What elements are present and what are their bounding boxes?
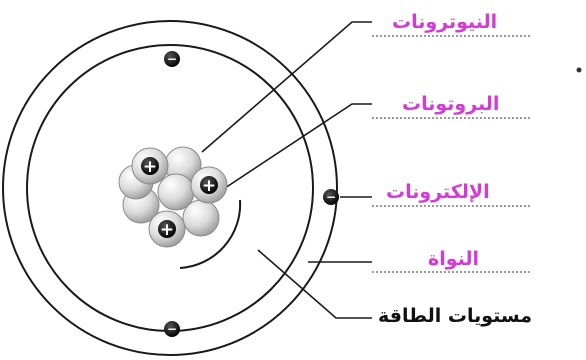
stray-dot bbox=[577, 68, 582, 73]
protons-leader-line bbox=[222, 104, 372, 190]
label-electrons: الإلكترونات bbox=[386, 183, 490, 202]
label-protons: البروتونات bbox=[402, 95, 499, 114]
electron-sign: − bbox=[167, 52, 177, 66]
proton-sign: + bbox=[202, 176, 216, 196]
neutron-particle bbox=[183, 200, 219, 236]
label-nucleus: النواة bbox=[428, 250, 479, 269]
electron-particle: − bbox=[164, 321, 180, 337]
proton-sign: + bbox=[143, 157, 157, 177]
electron-particle: − bbox=[164, 51, 180, 67]
proton-sign: + bbox=[160, 220, 174, 240]
label-neutrons: النيوترونات bbox=[392, 13, 497, 32]
electron-sign: − bbox=[167, 322, 177, 336]
label-energy-levels: مستويات الطاقة bbox=[378, 307, 532, 326]
proton-particle: + bbox=[191, 167, 227, 203]
electron-sign: − bbox=[326, 190, 336, 204]
neutrons-leader-line bbox=[202, 22, 372, 152]
proton-particle: + bbox=[132, 148, 168, 184]
electron-particle: − bbox=[323, 189, 339, 205]
nucleus: + + + bbox=[119, 147, 227, 247]
proton-particle: + bbox=[149, 211, 185, 247]
